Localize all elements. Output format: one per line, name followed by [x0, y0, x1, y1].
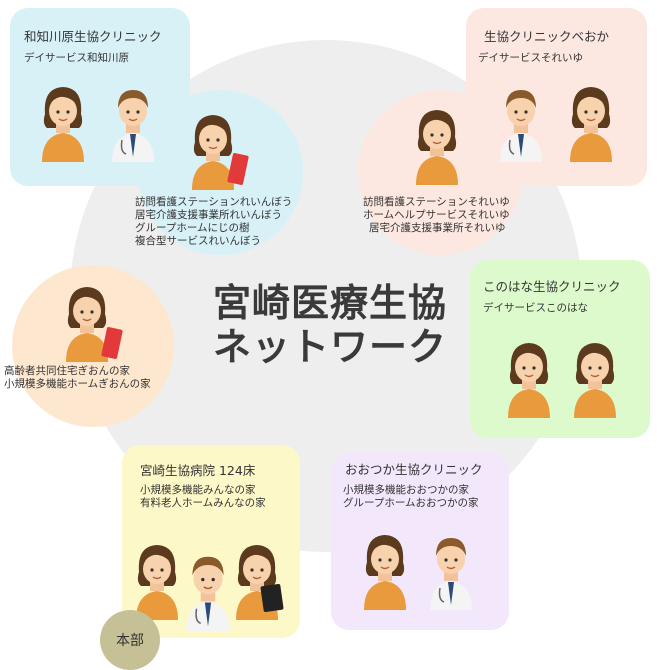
konohana-title: このはな生協クリニック — [483, 279, 621, 294]
hospital-service-2: 有料老人ホームみんなの家 — [140, 497, 266, 509]
hospital-service-1: 小規模多機能みんなの家 — [140, 484, 256, 496]
konohana-card — [470, 260, 650, 438]
wachikawara-title: 和知川原生協クリニック — [24, 29, 162, 44]
ootsuka-card — [331, 452, 509, 630]
male-doctor-icon — [426, 530, 476, 610]
wachikawara-service-3: グループホームにじの樹 — [135, 222, 250, 234]
female-staff-icon — [412, 105, 462, 185]
gion-service-1: 高齢者共同住宅ぎおんの家 — [4, 365, 130, 377]
ootsuka-service-1: 小規模多機能おおつかの家 — [343, 484, 469, 496]
ootsuka-service-2: グループホームおおつかの家 — [343, 497, 479, 509]
beoka-sub: デイサービスそれいゆ — [478, 52, 583, 64]
female-caregiver-icon — [360, 530, 410, 610]
beoka-service-3: 居宅介護支援事業所それいゆ — [369, 222, 506, 234]
xray-film-icon — [260, 583, 284, 613]
konohana-sub: デイサービスこのはな — [483, 302, 588, 314]
wachikawara-service-4: 複合型サービスれいんぼう — [135, 235, 261, 247]
male-doctor-icon — [108, 82, 158, 162]
beoka-title: 生協クリニックベおか — [484, 29, 610, 44]
nurse-icon — [132, 540, 182, 620]
wachikawara-service-2: 居宅介護支援事業所れいんぼう — [135, 209, 282, 221]
female-caregiver-icon — [566, 82, 616, 162]
wachikawara-sub: デイサービス和知川原 — [24, 52, 129, 64]
wachikawara-service-1: 訪問看護ステーションれいんぼう — [135, 196, 293, 208]
female-doctor-icon — [504, 338, 554, 418]
network-title-line1: 宮崎医療生協 — [212, 281, 447, 325]
beoka-service-2: ホームヘルプサービスそれいゆ — [363, 209, 510, 221]
beoka-service-1: 訪問看護ステーションそれいゆ — [363, 196, 510, 208]
network-title-line2: ネットワーク — [212, 325, 447, 369]
male-doctor-icon — [182, 548, 234, 632]
hq-badge: 本部 — [100, 610, 160, 670]
gion-service-2: 小規模多機能ホームぎおんの家 — [4, 378, 151, 390]
hospital-title: 宮崎生協病院 124床 — [140, 463, 256, 478]
female-caregiver-icon — [570, 338, 620, 418]
male-doctor-icon — [496, 82, 546, 162]
ootsuka-title: おおつか生協クリニック — [345, 462, 483, 477]
female-caregiver-icon — [38, 82, 88, 162]
